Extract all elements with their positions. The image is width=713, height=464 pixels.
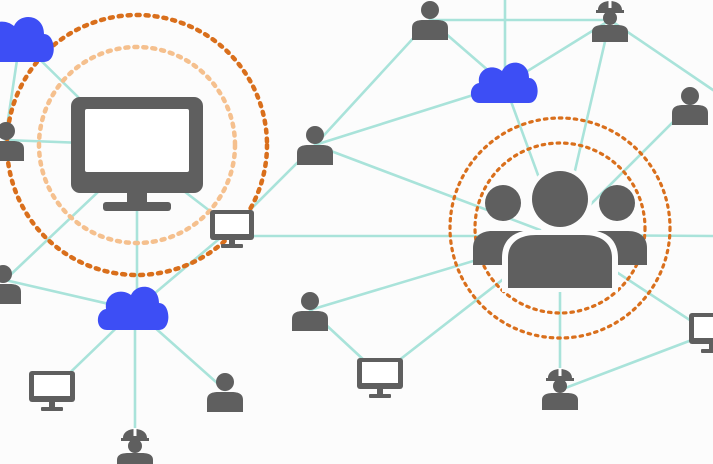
monitor-icon xyxy=(357,358,403,398)
monitor-icon xyxy=(29,371,75,411)
worker-helmet-icon xyxy=(592,0,628,42)
person-icon xyxy=(292,292,328,331)
cloud-icon xyxy=(0,17,54,62)
worker-helmet-icon xyxy=(542,368,578,410)
monitor-icon xyxy=(689,313,713,353)
group-highlight-rings xyxy=(448,116,672,340)
person-icon xyxy=(672,87,708,125)
large-monitor-icon xyxy=(71,97,203,211)
cloud-icon xyxy=(97,286,169,330)
group-icon xyxy=(473,167,647,292)
person-icon xyxy=(207,373,243,412)
person-icon xyxy=(297,126,333,165)
monitor-icon xyxy=(210,210,254,248)
worker-helmet-icon xyxy=(117,428,153,464)
person-icon xyxy=(0,122,24,161)
person-icon xyxy=(0,265,21,304)
cloud-icon xyxy=(470,62,538,103)
person-icon xyxy=(412,1,448,40)
